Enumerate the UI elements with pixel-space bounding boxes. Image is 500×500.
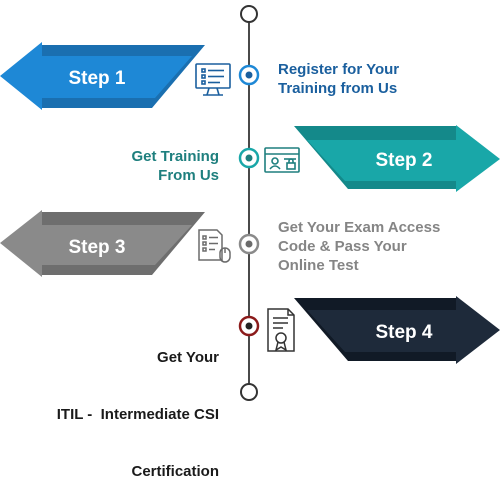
step-2-description: Get Training From Us: [131, 148, 219, 184]
step-1-label: Step 1: [68, 68, 125, 89]
step-3-label: Step 3: [68, 237, 125, 258]
step-3-arrow: Step 3: [0, 210, 205, 277]
step-1-arrow: Step 1: [0, 42, 205, 110]
step-1-description: Register for Your Training from Us: [278, 61, 400, 97]
step-2-label: Step 2: [375, 150, 432, 171]
timeline-end-node: [240, 383, 258, 401]
certificate-icon: [267, 308, 295, 352]
steps-diagram: Step 1 Step 2 Step 3: [0, 5, 500, 401]
step-4-description: Get Your ITIL - Intermediate CSI Certifi…: [56, 349, 219, 480]
browser-user-lock-icon: [264, 147, 300, 173]
step-2-arrow: Step 2: [294, 125, 500, 192]
computer-checklist-icon: [195, 63, 231, 96]
test-sheet-mouse-icon: [198, 229, 231, 263]
timeline-start-node: [240, 5, 258, 23]
step-4-label: Step 4: [375, 322, 432, 343]
step-4-arrow: Step 4: [294, 296, 500, 364]
step-3-description: Get Your Exam Access Code & Pass Your On…: [278, 219, 441, 274]
